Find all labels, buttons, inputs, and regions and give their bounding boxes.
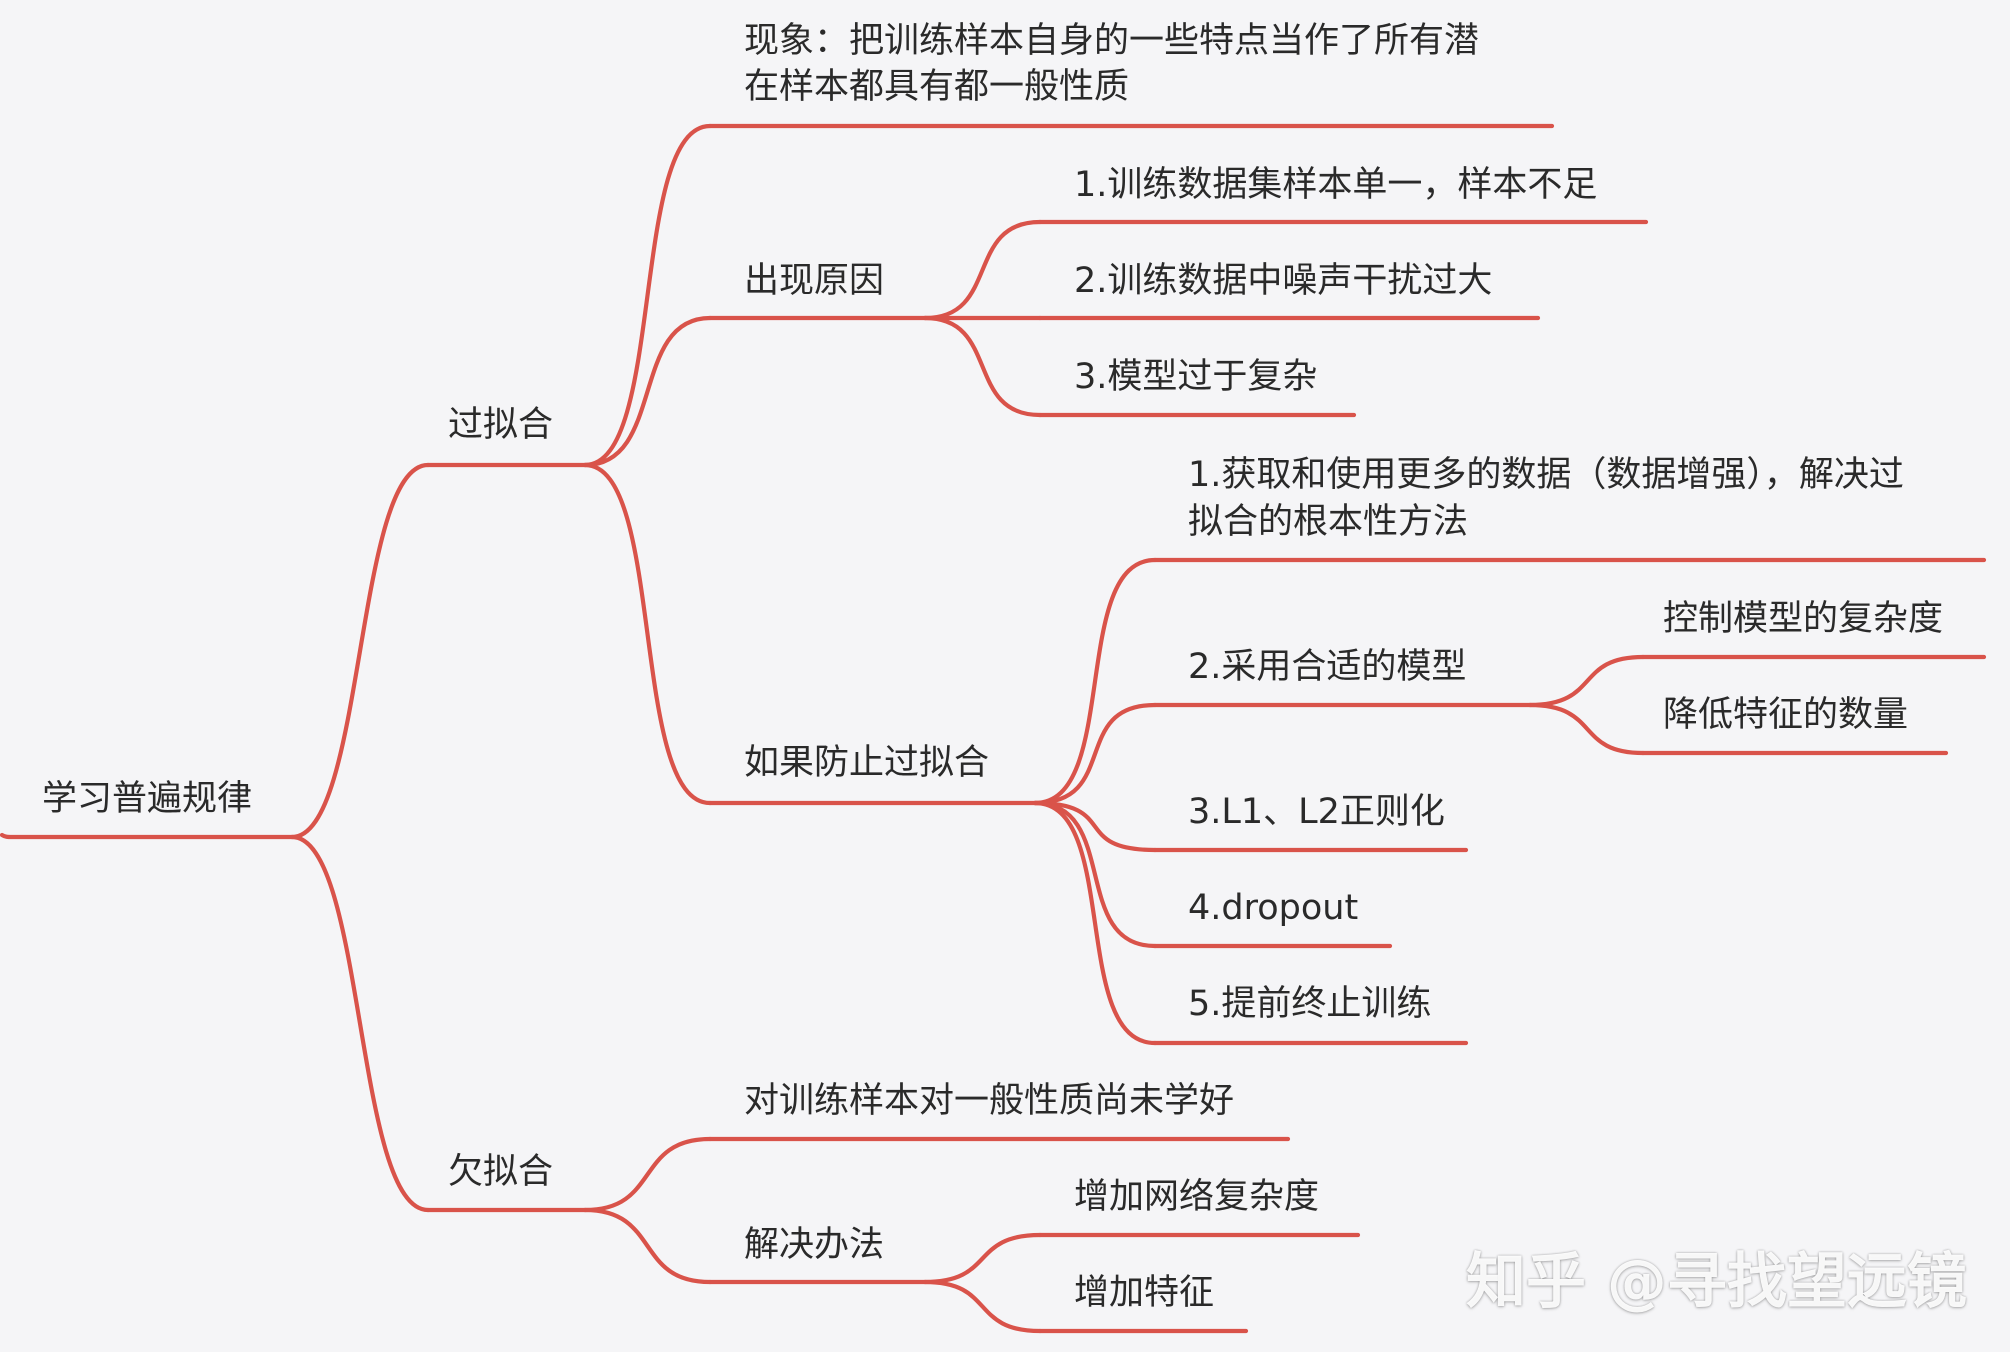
edge-root-overfitting	[289, 462, 431, 840]
prevention-regularization-node[interactable]: 3.L1、L2正则化	[1188, 792, 1445, 832]
model-features-node[interactable]: 降低特征的数量	[1663, 695, 1909, 735]
edge-solution-1	[922, 1232, 1043, 1285]
edge-prevention-regularization	[1032, 800, 1158, 853]
overfitting-node[interactable]: 过拟合	[448, 405, 554, 445]
prevention-model-node[interactable]: 2.采用合适的模型	[1188, 647, 1467, 687]
model-complexity-node[interactable]: 控制模型的复杂度	[1663, 599, 1944, 639]
edge-overfitting-causes	[582, 315, 713, 468]
overfitting-phenomenon-line-2[interactable]: 在样本都具有都一般性质	[744, 67, 1130, 107]
cause-2-node[interactable]: 2.训练数据中噪声干扰过大	[1074, 261, 1493, 301]
cause-3-node[interactable]: 3.模型过于复杂	[1074, 357, 1318, 397]
watermark: 知乎 @寻找望远镜	[1466, 1247, 1967, 1317]
edge-underfitting-phenomenon	[582, 1136, 713, 1213]
edge-model-features	[1527, 702, 1646, 756]
causes-node[interactable]: 出现原因	[744, 261, 885, 301]
underfitting-phenomenon-node[interactable]: 对训练样本对一般性质尚未学好	[744, 1081, 1235, 1121]
prevention-dropout-node[interactable]: 4.dropout	[1188, 888, 1359, 928]
solutions-node[interactable]: 解决办法	[744, 1225, 885, 1265]
edge-prevention-dropout	[1032, 800, 1158, 949]
edge-overfitting-phenomenon	[582, 123, 713, 468]
edge-cause-3	[922, 315, 1043, 418]
underfitting-node[interactable]: 欠拟合	[448, 1152, 554, 1192]
edge-cause-1	[922, 219, 1043, 321]
edge-overfitting-prevention	[582, 462, 713, 806]
edge-underfitting-solutions	[582, 1207, 713, 1285]
edge-root-underfitting	[289, 834, 431, 1213]
root-underline	[0, 832, 295, 840]
overfitting-phenomenon-line-1[interactable]: 现象：把训练样本自身的一些特点当作了所有潜	[744, 21, 1480, 61]
root-node[interactable]: 学习普遍规律	[42, 779, 253, 819]
cause-1-node[interactable]: 1.训练数据集样本单一，样本不足	[1074, 165, 1598, 205]
prevention-data-line-1[interactable]: 1.获取和使用更多的数据（数据增强），解决过	[1188, 455, 1904, 495]
prevention-node[interactable]: 如果防止过拟合	[744, 743, 990, 783]
solution-1-node[interactable]: 增加网络复杂度	[1074, 1177, 1320, 1217]
prevention-data-line-2[interactable]: 拟合的根本性方法	[1188, 502, 1469, 542]
edge-prevention-model	[1032, 702, 1158, 806]
edge-model-complexity	[1527, 654, 1646, 708]
edge-prevention-data	[1032, 557, 1158, 806]
solution-2-node[interactable]: 增加特征	[1074, 1273, 1215, 1313]
edge-prevention-early-stopping	[1032, 800, 1158, 1046]
edge-solution-2	[922, 1279, 1043, 1334]
prevention-early-stopping-node[interactable]: 5.提前终止训练	[1188, 984, 1432, 1024]
